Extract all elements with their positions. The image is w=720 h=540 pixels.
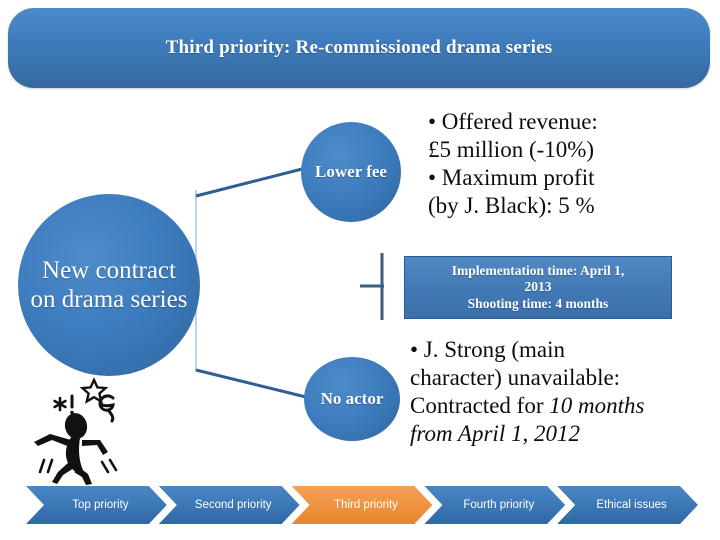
impl-line-1: Implementation time: April 1,	[451, 262, 625, 278]
note-offered-revenue: • Offered revenue: £5 million (-10%) • M…	[428, 108, 704, 220]
note-actor-line-1: • J. Strong (main	[410, 337, 565, 362]
impl-line-3: Shooting time: 4 months	[467, 295, 609, 311]
breadcrumb-item-ethical-issues[interactable]: Ethical issues	[557, 486, 698, 524]
breadcrumb-label: Second priority	[194, 499, 272, 511]
note-revenue-line-1: • Offered revenue:	[428, 109, 598, 134]
breadcrumb-item-second-priority[interactable]: Second priority	[159, 486, 300, 524]
implementation-time-box: Implementation time: April 1, 2013 Shoot…	[404, 256, 672, 319]
impl-line-2: 2013	[524, 279, 552, 295]
note-actor-unavailable: • J. Strong (main character) unavailable…	[410, 336, 710, 448]
node-main-contract[interactable]: New contract on drama series	[18, 194, 200, 376]
note-actor-line-2: character) unavailable:	[410, 365, 621, 391]
breadcrumb-item-fourth-priority[interactable]: Fourth priority	[424, 486, 565, 524]
note-actor-line-4: from April 1, 2012	[410, 421, 580, 447]
breadcrumb-item-third-priority[interactable]: Third priority	[292, 486, 433, 524]
node-no-actor[interactable]: No actor	[304, 357, 400, 441]
breadcrumb-item-top-priority[interactable]: Top priority	[26, 486, 167, 524]
node-lower-fee[interactable]: Lower fee	[301, 122, 401, 222]
breadcrumb-label: Fourth priority	[463, 499, 535, 511]
breadcrumb-label: Top priority	[72, 499, 129, 511]
slide-title-banner: Third priority: Re-commissioned drama se…	[8, 8, 710, 88]
node-no-actor-label: No actor	[320, 388, 384, 408]
note-revenue-line-2: £5 million (-10%)	[428, 137, 595, 163]
note-revenue-line-4: (by J. Black): 5 %	[428, 193, 595, 219]
breadcrumb: Top priority Second priority Third prior…	[26, 486, 698, 524]
breadcrumb-label: Third priority	[334, 499, 398, 511]
node-lower-fee-label: Lower fee	[315, 161, 387, 181]
note-actor-line-3-italic: 10 months	[549, 393, 645, 419]
page-title: Third priority: Re-commissioned drama se…	[165, 37, 553, 58]
frustrated-stick-figure-icon	[34, 377, 118, 485]
breadcrumb-label: Ethical issues	[596, 499, 667, 511]
node-main-contract-label: New contract on drama series	[30, 256, 188, 314]
note-revenue-line-3: • Maximum profit	[428, 165, 595, 191]
note-actor-line-3: Contracted for 10 months	[410, 392, 710, 420]
note-actor-line-3-prefix: Contracted for	[410, 393, 550, 419]
